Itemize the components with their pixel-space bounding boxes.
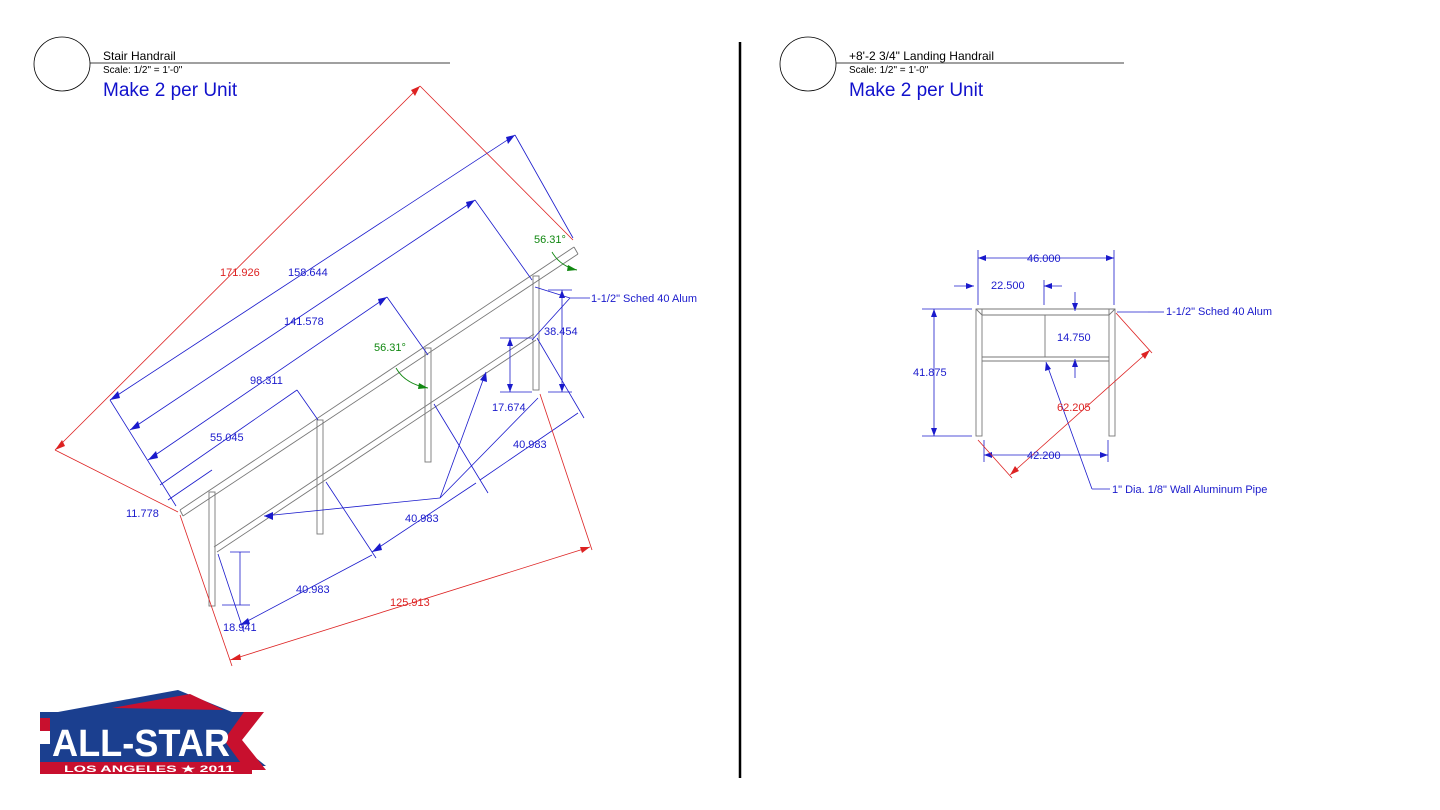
dim-40-upper: 40.983 [513, 439, 547, 451]
logo-wordmark: ALL-STAR [52, 723, 230, 765]
right-view-note: Make 2 per Unit [849, 80, 984, 101]
all-star-logo: ALL-STAR LOS ANGELES ★ 2011 [40, 690, 266, 774]
landing-rail-callout: 1-1/2" Sched 40 Alum [1166, 306, 1272, 318]
dim-18: 18.941 [223, 622, 257, 634]
stair-handrail-geometry [179, 246, 579, 607]
post-3 [424, 347, 432, 463]
landing-pipe-callout: 1" Dia. 1/8" Wall Aluminum Pipe [1112, 484, 1267, 496]
top-rail [179, 246, 575, 511]
left-view-bubble [33, 36, 91, 92]
stair-overall-dimensions [54, 85, 593, 667]
dim-55: 55.045 [210, 432, 244, 444]
dim-40-lower: 40.983 [296, 584, 330, 596]
stair-overall-arrows [55, 86, 590, 660]
dim-11: 11.778 [126, 508, 159, 520]
angle-arrows [418, 265, 577, 389]
left-title-block: Stair Handrail Scale: 1/2" = 1'-0" Make … [33, 36, 450, 101]
landing-dim-inner: 14.750 [1057, 332, 1091, 344]
logo-subtitle: LOS ANGELES ★ 2011 [64, 764, 234, 774]
right-view-bubble [779, 36, 837, 92]
dim-98: 98.311 [250, 375, 283, 387]
landing-dim-diag: 62.205 [1057, 402, 1091, 414]
landing-left-post [975, 308, 983, 437]
landing-diagonal-dimension [977, 312, 1153, 479]
landing-dimensions [922, 250, 1164, 490]
logo-subtitle-band [40, 762, 252, 774]
landing-right-post [1108, 308, 1116, 437]
dim-38: 38.454 [544, 326, 578, 338]
landing-dim-bottom: 42.200 [1027, 450, 1061, 462]
right-title-block: +8'-2 3/4" Landing Handrail Scale: 1/2" … [779, 36, 1124, 101]
landing-handrail-geometry [975, 308, 1116, 437]
stair-rail-callout: 1-1/2" Sched 40 Alum [591, 293, 697, 305]
post-1 [208, 491, 216, 607]
post-2 [316, 419, 324, 535]
dim-17: 17.674 [492, 402, 526, 414]
post-4 [532, 275, 540, 391]
right-view-scale: Scale: 1/2" = 1'-0" [849, 65, 929, 76]
logo-banner [40, 712, 266, 766]
landing-dim-width: 46.000 [1027, 253, 1061, 265]
dim-overall-125: 125.913 [390, 597, 430, 609]
landing-dim-height: 41.875 [913, 367, 947, 379]
stair-dimension-arrows [110, 135, 565, 625]
dim-141: 141.578 [284, 316, 324, 328]
left-view-note: Make 2 per Unit [103, 80, 238, 101]
angle-label-top: 56.31° [534, 234, 566, 246]
mid-rail [213, 333, 535, 548]
left-view-title: Stair Handrail [103, 49, 176, 63]
angle-label-mid: 56.31° [374, 342, 406, 354]
right-view-title: +8'-2 3/4" Landing Handrail [849, 49, 994, 63]
dim-overall-171: 171.926 [220, 267, 260, 279]
landing-dimension-arrows [931, 255, 1114, 458]
landing-diagonal-arrows [1010, 350, 1150, 475]
left-view-scale: Scale: 1/2" = 1'-0" [103, 65, 183, 76]
landing-dim-half: 22.500 [991, 280, 1025, 292]
dim-158: 158.644 [288, 267, 328, 279]
stair-dimensions [109, 134, 590, 633]
dim-40-middle: 40.983 [405, 513, 439, 525]
